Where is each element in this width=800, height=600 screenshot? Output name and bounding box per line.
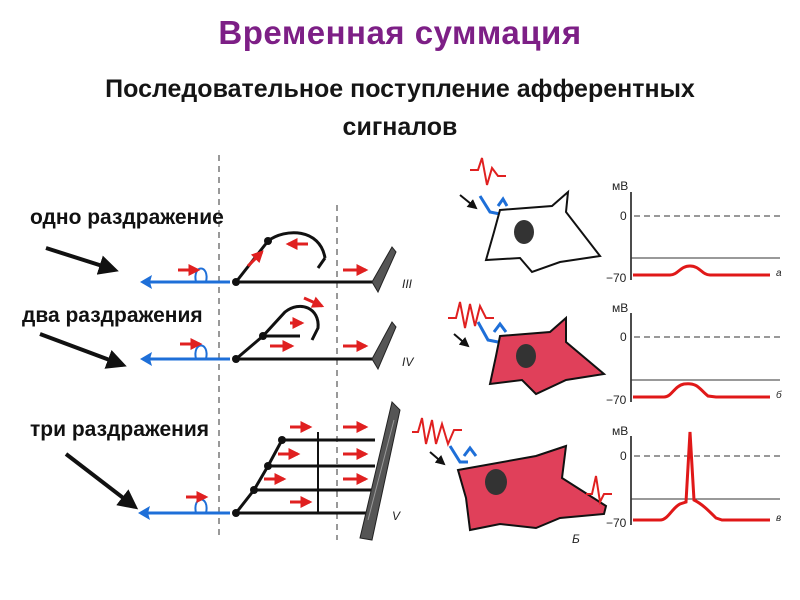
graph-panel-3: мВ 0 −70 в [606,424,781,530]
input-arrow-1 [459,194,478,210]
output-spike-glyph [586,475,612,506]
neuron-body-1 [484,189,602,274]
neuron-1 [459,157,602,274]
signal-arrow-2c [303,296,325,308]
row-label-one-stimulus: одно раздражение [30,206,224,229]
graph-panel-2: мВ 0 −70 б [606,301,782,407]
slide-title: Временная суммация [218,14,582,51]
nucleus-1 [514,220,534,244]
nucleus-2 [516,344,536,368]
roman-label-IV: IV [402,355,414,369]
afferent-loop-1 [194,267,208,283]
dendrite-input-2 [476,321,499,344]
input-arrow-3 [429,451,446,466]
pointer-arrow-3 [64,452,139,510]
graph-unit-1: мВ [612,179,628,193]
roman-label-V: V [392,509,401,523]
afferent-loop-3 [194,498,208,514]
pointer-arrow-1 [45,246,119,275]
pointer-arrow-2 [39,332,127,369]
graph-letter-v: в [776,513,781,524]
graph-zero-label-1: 0 [620,209,627,223]
graph-unit-3: мВ [612,424,628,438]
graph-rest-label-2: −70 [606,393,627,407]
row-label-three-stimuli: три раздражения [30,418,210,441]
muscle-fiber-2 [371,321,397,371]
slide-subtitle: Последовательное поступление афферентных… [0,70,800,146]
synapse-bouton-2 [492,321,508,333]
synapse-bouton-1 [496,196,509,207]
neuron-label-b: Б [572,532,580,546]
subtitle-line-1: Последовательное поступление афферентных [105,75,695,103]
afferent-terminal-2 [140,352,152,366]
graph-letter-b: б [776,389,782,401]
spike-glyph-3 [412,417,462,447]
afferent-terminal-3 [138,506,150,520]
subtitle-line-2: сигналов [342,113,458,141]
graph-unit-2: мВ [612,301,628,315]
circuit-row-3: V [138,401,401,541]
neuron-2 [448,301,607,396]
afferent-terminal-1 [140,275,152,289]
loop-arc-1 [267,231,327,259]
graph-rest-label-1: −70 [606,271,627,285]
ladder-spine-3 [234,439,284,514]
graph-rest-label-3: −70 [606,516,627,530]
graph-trace-1 [633,264,770,277]
neuron-3: Б [412,417,612,546]
spike-glyph-2 [448,301,494,329]
graph-zero-label-3: 0 [620,449,627,463]
muscle-fiber-1 [371,246,397,294]
graph-trace-2 [633,382,770,399]
graph-panel-1: мВ 0 −70 а [606,179,782,285]
graph-trace-3 [633,431,770,522]
loop-branch-2 [235,334,264,361]
pointer-arrows [39,246,139,510]
synapse-bouton-3 [462,445,478,457]
nucleus-3 [485,469,507,495]
muscle-striation-3 [367,419,395,521]
dendrite-input-1 [478,195,501,216]
roman-label-III: III [402,277,413,291]
neuron-body-2 [488,315,607,396]
dendrite-input-3 [448,445,468,464]
circuit-row-2: IV [140,296,414,371]
loop-return-1 [316,257,327,269]
afferent-loop-2 [194,344,208,360]
row-label-two-stimuli: два раздражения [22,304,203,327]
graph-letter-a: а [776,268,782,279]
signal-arrow-1c [246,250,264,268]
circuit-row-1: III [140,231,413,294]
input-arrow-2 [453,333,470,348]
neuron-body-3 [456,444,608,532]
loop-arc-2 [261,305,320,341]
spike-glyph-1 [470,157,506,186]
graph-zero-label-2: 0 [620,330,627,344]
